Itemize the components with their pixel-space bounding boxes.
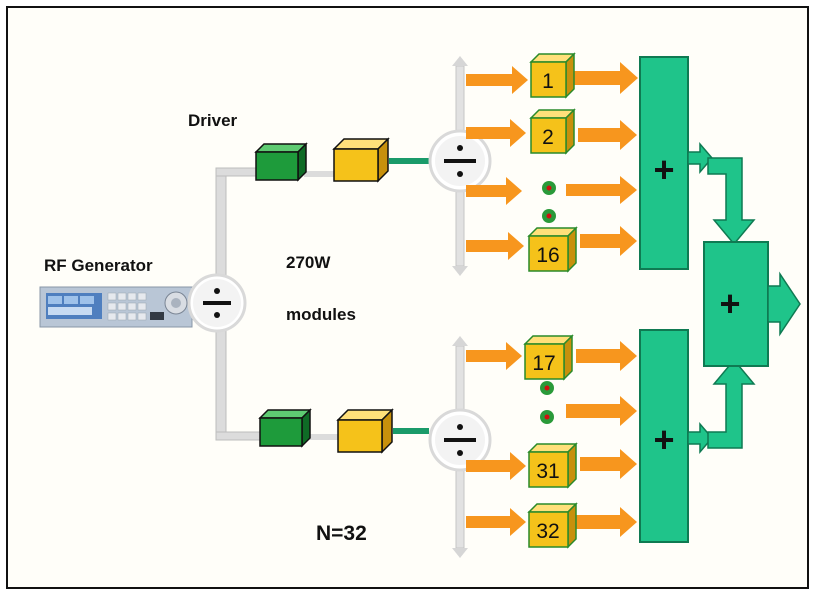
upper-splitter bbox=[428, 129, 492, 193]
upper-combiner: + bbox=[639, 56, 689, 270]
plus-symbol: + bbox=[653, 419, 674, 460]
lower-combiner: + bbox=[639, 329, 689, 543]
amp-module: 32 bbox=[527, 502, 578, 549]
driver-label: Driver bbox=[188, 111, 238, 130]
amp-module: 1 bbox=[529, 52, 576, 99]
connector-upper bbox=[389, 158, 429, 164]
rf-generator-label: RF Generator bbox=[44, 256, 153, 275]
final-combiner: + bbox=[703, 241, 801, 367]
main-splitter bbox=[187, 273, 247, 333]
driver-upper bbox=[254, 142, 308, 182]
upper-input-arrows bbox=[466, 66, 528, 260]
upper-output-arrows bbox=[566, 62, 638, 256]
driver2-lower bbox=[336, 408, 394, 454]
amp-module: 16 bbox=[527, 226, 578, 273]
amp-label: 2 bbox=[542, 126, 554, 149]
amp-module: 17 bbox=[523, 334, 574, 381]
amp-label: 31 bbox=[536, 460, 559, 483]
lower-splitter bbox=[428, 408, 492, 472]
amp-label: 16 bbox=[536, 244, 559, 267]
amp-label: 1 bbox=[542, 70, 554, 93]
output-arrow bbox=[767, 271, 801, 337]
amp-module: 2 bbox=[529, 108, 576, 155]
driver2-upper bbox=[332, 137, 390, 183]
lower-input-arrows bbox=[466, 342, 526, 536]
amp-label: 17 bbox=[532, 352, 555, 375]
lower-output-arrows bbox=[566, 341, 637, 537]
plus-symbol: + bbox=[653, 149, 674, 190]
n-label: N=32 bbox=[316, 522, 367, 545]
rf-generator-instrument bbox=[39, 286, 193, 328]
driver-lower bbox=[258, 408, 312, 448]
connector-lower bbox=[393, 428, 429, 434]
upper-ellipsis-dots bbox=[542, 181, 556, 223]
lower-ellipsis-dots bbox=[540, 381, 554, 424]
amp-label: 32 bbox=[536, 520, 559, 543]
combiner-links bbox=[687, 141, 756, 455]
power-label: 270W bbox=[286, 253, 331, 272]
modules-label: modules bbox=[286, 305, 356, 324]
amp-module: 31 bbox=[527, 442, 578, 489]
plus-symbol: + bbox=[719, 283, 740, 324]
